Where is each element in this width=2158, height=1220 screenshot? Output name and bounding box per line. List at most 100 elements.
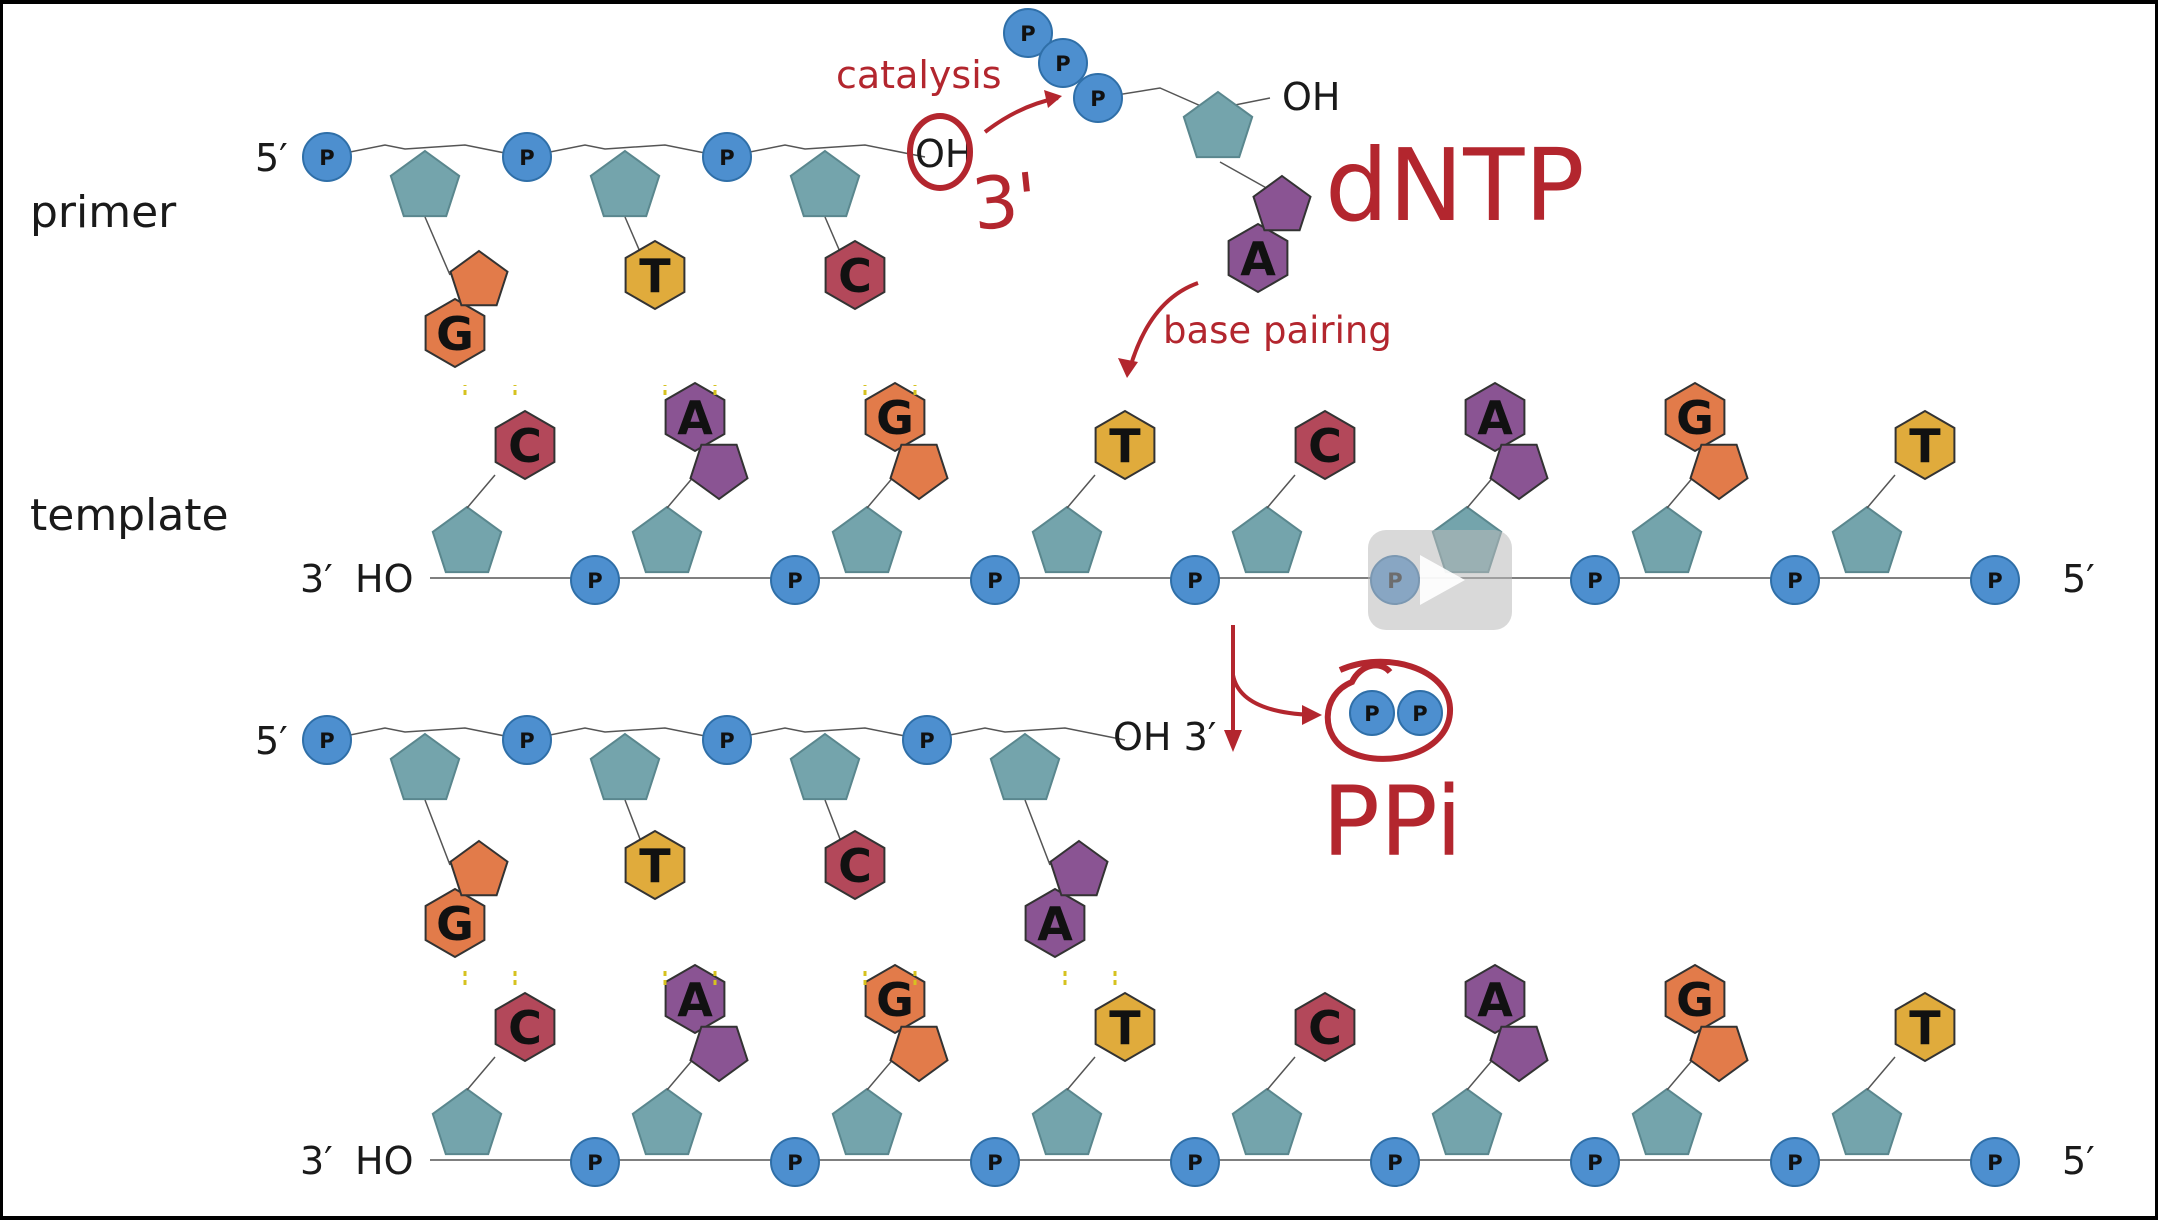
template-base-ring2 [689,1025,749,1083]
primer-stem [1024,799,1051,866]
primer-5prime-label: 5′ [255,719,288,763]
primer-sugar [989,732,1061,801]
primer-phosphate [702,715,752,765]
primer-base-ring2 [449,249,509,307]
primer-base-letter: C [838,839,872,893]
ppi-phosphate-2-label: P [1412,702,1427,726]
play-icon [1420,555,1465,605]
primer-phosphate [502,132,552,182]
primer-phosphate-label: P [319,729,334,753]
template-ho-label: HO [355,1139,413,1183]
template-base-letter: C [1308,419,1342,473]
template-phosphate-label: P [1387,1151,1402,1175]
catalysis-arrowhead [1044,90,1062,108]
template-base-ring [1094,991,1156,1063]
oh-circle-annotation [907,113,973,191]
primer-base-ring [1024,887,1086,959]
primer-sugar [389,732,461,801]
template-phosphate [1970,555,2020,605]
primer-phosphate [302,715,352,765]
template-5prime-label: 5′ [2062,1139,2095,1183]
template-phosphate [570,1137,620,1187]
template-base-letter: T [1109,419,1141,473]
template-3prime-label: 3′ [300,1139,333,1183]
template-phosphate-label: P [1187,569,1202,593]
dntp-base-ring [1227,222,1289,294]
template-base-letter: G [1676,391,1714,445]
ppi-phosphate-1 [1349,690,1395,736]
template-phosphate [1570,1137,1620,1187]
dntp-stem [1219,161,1271,191]
template-base-letter: T [1909,1001,1941,1055]
template-base-letter: A [677,391,713,445]
template-stem [466,1056,496,1091]
template-phosphate-label: P [1587,569,1602,593]
template-base-letter: A [677,973,713,1027]
template-base-ring [664,381,726,453]
template-phosphate [1770,555,1820,605]
primer-phosphate-label: P [319,146,334,170]
primer-sugar [789,732,861,801]
template-phosphate [1170,1137,1220,1187]
catalysis-label: catalysis [836,53,1002,97]
template-stem [1666,474,1696,509]
diagram-canvas [3,4,2155,1216]
primer-base-letter: C [838,249,872,303]
template-phosphate-label: P [1787,569,1802,593]
primer-sugar [589,149,661,218]
template-phosphate-label: P [987,569,1002,593]
dntp-phosphate-beta [1038,38,1088,88]
dntp-base-letter: A [1240,232,1276,286]
primer-base-letter: T [639,839,671,893]
template-sugar [1831,1087,1903,1156]
template-phosphate-label: P [987,1151,1002,1175]
primer-label: primer [30,187,177,238]
template-phosphate-label: P [1187,1151,1202,1175]
template-sugar [1431,1087,1503,1156]
primer-base-ring [624,239,686,311]
primer-phosphate-label: P [719,146,734,170]
template-phosphate [1170,555,1220,605]
template-label: template [30,490,229,541]
dntp-oh-label: OH [1282,75,1340,119]
base-pairing-label: base pairing [1163,309,1392,352]
template-base-ring2 [1689,443,1749,501]
template-base-letter: T [1109,1001,1141,1055]
template-base-ring2 [689,443,749,501]
template-stem [1266,1056,1296,1091]
template-phosphate [1970,1137,2020,1187]
template-stem [1466,474,1496,509]
template-sugar [431,1087,503,1156]
template-phosphate-label: P [787,1151,802,1175]
template-base-letter: G [876,391,914,445]
template-base-ring [1664,381,1726,453]
template-phosphate-label: P [587,569,602,593]
template-base-ring [1894,991,1956,1063]
template-base-ring [1664,963,1726,1035]
template-stem [866,1056,896,1091]
template-base-letter: C [508,419,542,473]
play-overlay[interactable] [1368,530,1512,630]
primer-phosphate-label: P [919,729,934,753]
primer-base-letter: A [1037,897,1073,951]
template-base-ring [494,409,556,481]
primer-base-letter: G [436,307,474,361]
template-stem [666,1056,696,1091]
template-phosphate-label: P [787,569,802,593]
template-phosphate [1770,1137,1820,1187]
ppi-label: PPi [1322,766,1462,878]
template-base-ring [1894,409,1956,481]
template-stem [466,474,496,509]
primer-phosphate [502,715,552,765]
template-phosphate [970,555,1020,605]
template-stem [866,474,896,509]
template-sugar [431,505,503,574]
dntp-sugar [1182,90,1254,159]
template-sugar [831,1087,903,1156]
template-sugar [1231,1087,1303,1156]
template-base-ring [494,991,556,1063]
primer-base-ring2 [1049,839,1109,897]
primer-base-ring [824,239,886,311]
dntp-phosphate-gamma [1003,8,1053,58]
